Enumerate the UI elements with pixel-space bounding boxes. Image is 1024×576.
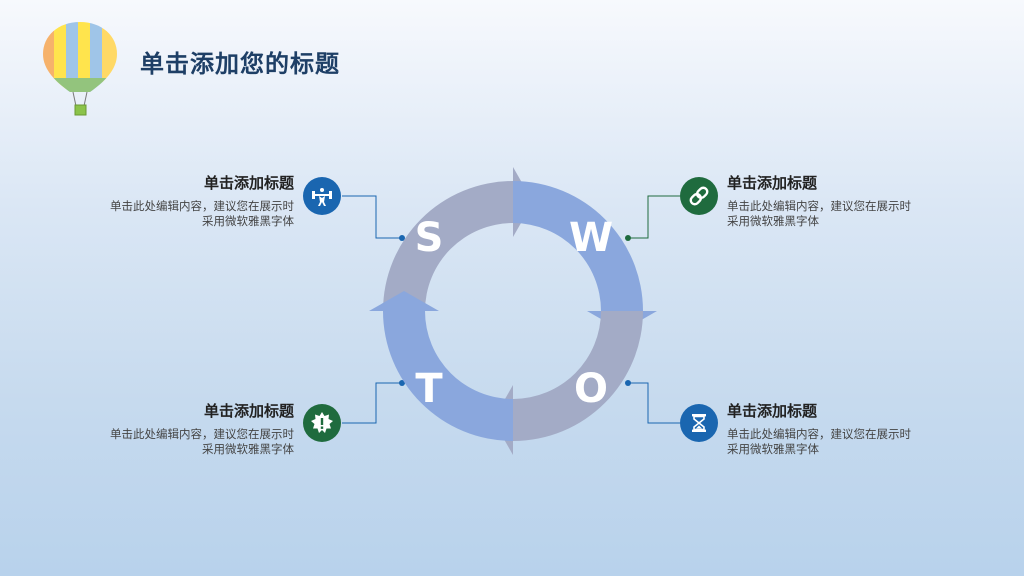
block-desc[interactable]: 单击此处编辑内容，建议您在展示时 采用微软雅黑字体 — [727, 427, 967, 457]
block-desc-line: 采用微软雅黑字体 — [727, 214, 819, 228]
block-desc[interactable]: 单击此处编辑内容，建议您在展示时 采用微软雅黑字体 — [54, 199, 294, 229]
swot-letter-o: O — [573, 366, 608, 412]
connector-dot-top-left — [399, 235, 405, 241]
block-title[interactable]: 单击添加标题 — [727, 174, 818, 192]
connector-top-right — [628, 195, 680, 239]
swot-letter-s: S — [414, 215, 444, 261]
connector-bottom-right — [628, 382, 680, 424]
block-desc-line: 采用微软雅黑字体 — [202, 442, 294, 456]
weightlifter-icon — [303, 177, 341, 215]
block-desc[interactable]: 单击此处编辑内容，建议您在展示时 采用微软雅黑字体 — [54, 427, 294, 457]
block-desc-line: 单击此处编辑内容，建议您在展示时 — [110, 199, 294, 213]
text-block-top-right: 单击添加标题 单击此处编辑内容，建议您在展示时 采用微软雅黑字体 — [727, 172, 967, 229]
connector-bottom-left — [342, 382, 402, 424]
ring-arc-o — [513, 311, 643, 441]
text-block-top-left: 单击添加标题 单击此处编辑内容，建议您在展示时 采用微软雅黑字体 — [54, 172, 294, 229]
connector-dot-bottom-right — [625, 380, 631, 386]
block-desc-line: 单击此处编辑内容，建议您在展示时 — [110, 427, 294, 441]
ring-arc-t — [383, 311, 513, 441]
block-desc-line: 采用微软雅黑字体 — [202, 214, 294, 228]
connector-dot-top-right — [625, 235, 631, 241]
block-desc-line: 采用微软雅黑字体 — [727, 442, 819, 456]
alert-badge-icon — [303, 404, 341, 442]
block-title[interactable]: 单击添加标题 — [203, 174, 294, 192]
block-desc[interactable]: 单击此处编辑内容，建议您在展示时 采用微软雅黑字体 — [727, 199, 967, 229]
block-title[interactable]: 单击添加标题 — [727, 402, 818, 420]
swot-letter-w: W — [568, 215, 614, 261]
block-desc-line: 单击此处编辑内容，建议您在展示时 — [727, 427, 911, 441]
page-title: 单击添加您的标题 — [140, 50, 340, 78]
text-block-bottom-left: 单击添加标题 单击此处编辑内容，建议您在展示时 采用微软雅黑字体 — [54, 400, 294, 457]
hot-air-balloon-icon — [43, 22, 117, 116]
text-block-bottom-right: 单击添加标题 单击此处编辑内容，建议您在展示时 采用微软雅黑字体 — [727, 400, 967, 457]
chain-link-icon — [680, 177, 718, 215]
hourglass-icon — [680, 404, 718, 442]
ring-arc-s — [383, 181, 513, 311]
ring-arrowhead-t — [369, 291, 439, 311]
connector-dot-bottom-left — [399, 380, 405, 386]
block-desc-line: 单击此处编辑内容，建议您在展示时 — [727, 199, 911, 213]
block-title[interactable]: 单击添加标题 — [203, 402, 294, 420]
swot-letter-t: T — [415, 366, 443, 412]
ring-arc-w — [513, 181, 643, 311]
connector-top-left — [342, 195, 402, 239]
